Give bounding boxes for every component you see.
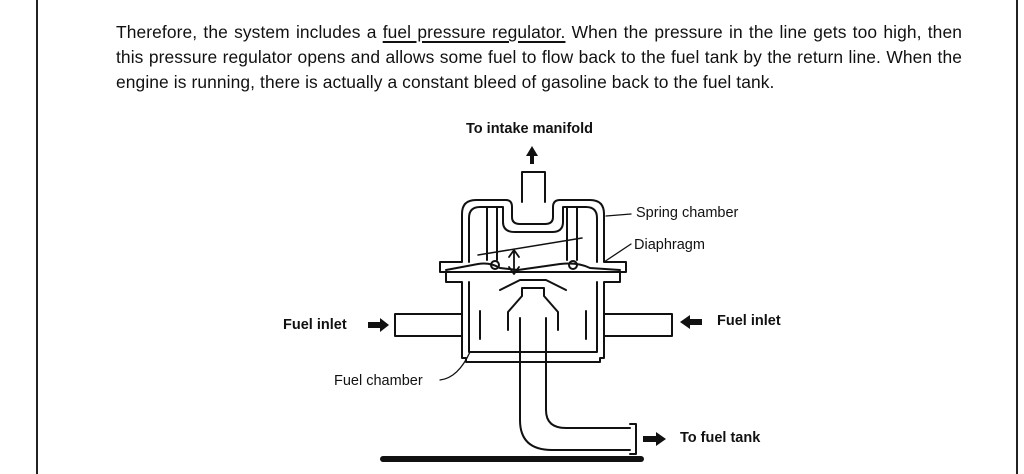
diaphragm <box>445 262 621 271</box>
lower-housing <box>445 271 621 363</box>
inlet-pipe-left <box>394 310 481 340</box>
inlet-pipe-right <box>585 310 673 340</box>
spring-right <box>566 206 578 261</box>
label-to-intake-manifold: To intake manifold <box>466 121 594 137</box>
base-bar <box>380 456 644 462</box>
valve-seat <box>499 279 567 291</box>
label-to-fuel-tank: To fuel tank <box>680 430 761 446</box>
intake-nipple <box>521 171 546 203</box>
label-spring-chamber: Spring chamber <box>636 205 739 221</box>
page-border-right <box>1016 0 1018 474</box>
right-arrow-icon-tank <box>643 432 666 446</box>
label-fuel-chamber: Fuel chamber <box>334 373 423 389</box>
right-arrow-icon-inlet-left <box>368 318 389 332</box>
label-fuel-inlet-left: Fuel inlet <box>283 317 347 333</box>
return-pipe <box>519 317 631 451</box>
paragraph-before: Therefore, the system includes a <box>116 22 383 42</box>
paragraph-after: When the pressure in the line gets too h… <box>116 22 962 92</box>
body-paragraph: Therefore, the system includes a fuel pr… <box>116 20 962 95</box>
label-diaphragm: Diaphragm <box>634 237 705 253</box>
label-fuel-inlet-right: Fuel inlet <box>717 313 781 329</box>
left-arrow-icon-inlet-right <box>680 315 702 329</box>
up-arrow-icon <box>526 146 538 164</box>
page-border-left <box>36 0 38 474</box>
fuel-pressure-regulator-term: fuel pressure regulator. <box>382 22 566 42</box>
upper-housing <box>439 199 627 273</box>
upper-housing-inner <box>468 206 598 263</box>
